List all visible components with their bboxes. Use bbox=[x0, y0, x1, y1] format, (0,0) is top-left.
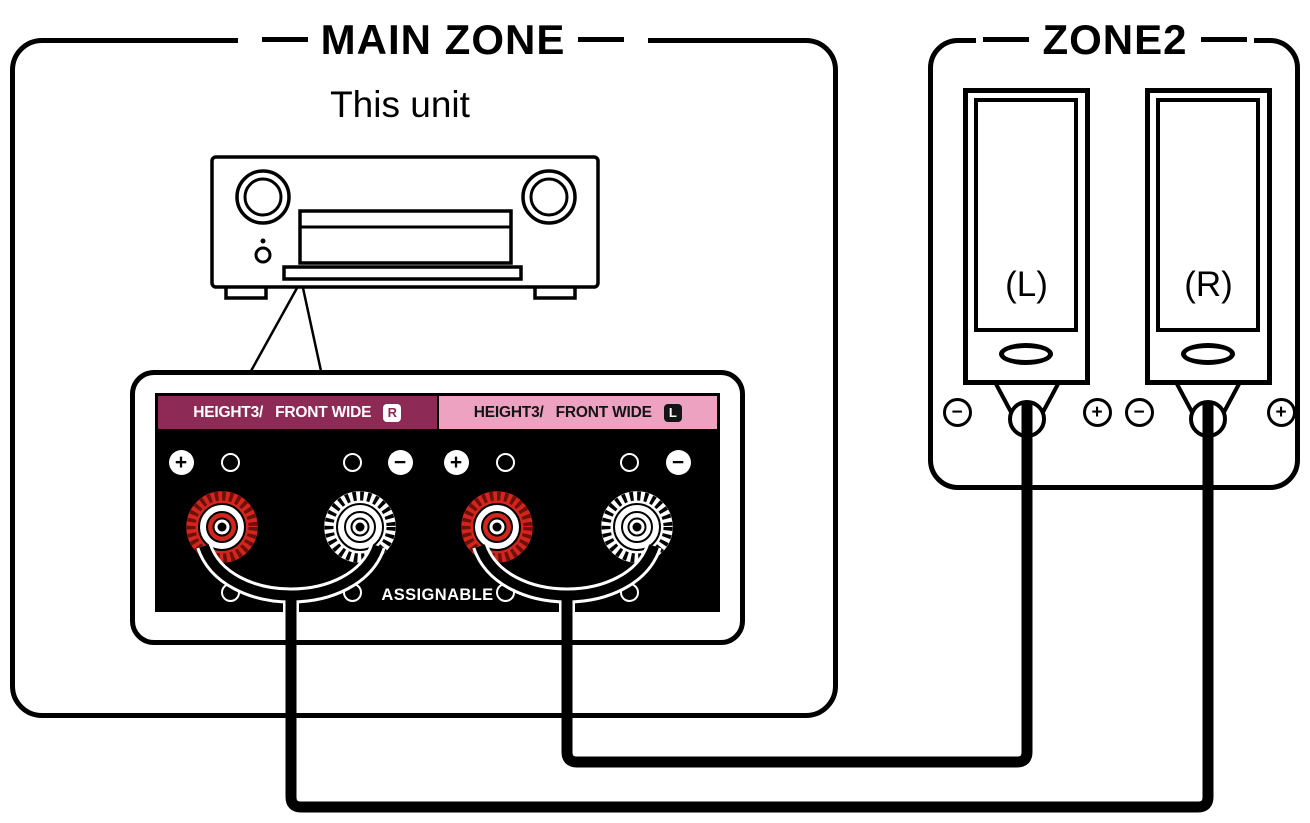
volume-knob-inner bbox=[243, 177, 283, 217]
this-unit-label: This unit bbox=[330, 84, 470, 125]
binding-post-l-minus bbox=[598, 488, 676, 566]
terminal-screw-dot bbox=[619, 582, 639, 602]
power-button bbox=[254, 246, 272, 264]
binding-post-l-plus bbox=[458, 488, 536, 566]
zone2-title-text: ZONE2 bbox=[1042, 15, 1188, 63]
speaker-port-oval bbox=[999, 343, 1053, 365]
speaker-plus-terminal: + bbox=[1266, 397, 1296, 427]
plus-symbol: + bbox=[168, 449, 194, 475]
main-zone-title: MAIN ZONE bbox=[238, 15, 648, 63]
speaker-baffle bbox=[974, 98, 1078, 332]
speaker-minus-terminal: − bbox=[1124, 397, 1154, 427]
assignable-label: ASSIGNABLE bbox=[381, 586, 494, 604]
speaker-right: (R) bbox=[1145, 88, 1272, 385]
speaker-terminal-panel: HEIGHT3/ FRONT WIDE R HEIGHT3/ FRONT WID… bbox=[130, 370, 745, 645]
title-rule-left bbox=[983, 37, 1030, 42]
main-zone-title-text: MAIN ZONE bbox=[320, 15, 566, 63]
binding-post-r-plus bbox=[183, 488, 261, 566]
minus-symbol: − bbox=[665, 449, 691, 475]
speaker-left: (L) bbox=[963, 88, 1090, 385]
title-rule-right bbox=[578, 37, 625, 42]
av-receiver-illustration bbox=[210, 155, 600, 300]
power-led bbox=[260, 238, 266, 244]
selector-knob-inner bbox=[529, 177, 569, 217]
speaker-baffle bbox=[1156, 98, 1260, 332]
title-rule-right bbox=[1200, 37, 1247, 42]
title-rule-left bbox=[261, 37, 308, 42]
terminal-panel-backplate: HEIGHT3/ FRONT WIDE R HEIGHT3/ FRONT WID… bbox=[155, 393, 720, 612]
disc-tray-slot bbox=[282, 265, 523, 281]
front-display bbox=[298, 209, 513, 265]
minus-symbol: − bbox=[387, 449, 413, 475]
speaker-port-oval bbox=[1181, 343, 1235, 365]
plus-symbol: + bbox=[443, 449, 469, 475]
binding-posts bbox=[183, 488, 676, 566]
speaker-minus-terminal: − bbox=[942, 397, 972, 427]
terminal-screw-dot bbox=[342, 452, 362, 472]
terminal-group-name: HEIGHT3/ bbox=[193, 403, 264, 421]
terminal-screw-dot bbox=[495, 452, 515, 472]
speaker-channel-label: (R) bbox=[1184, 265, 1233, 304]
terminal-screw-dot bbox=[619, 452, 639, 472]
speaker-plus-terminal: + bbox=[1082, 397, 1112, 427]
binding-post-r-minus bbox=[321, 488, 399, 566]
zone2-title: ZONE2 bbox=[976, 15, 1254, 63]
terminal-screw-dot bbox=[220, 452, 240, 472]
terminal-screw-dot bbox=[220, 582, 240, 602]
speaker-channel-label: (L) bbox=[1005, 265, 1048, 304]
